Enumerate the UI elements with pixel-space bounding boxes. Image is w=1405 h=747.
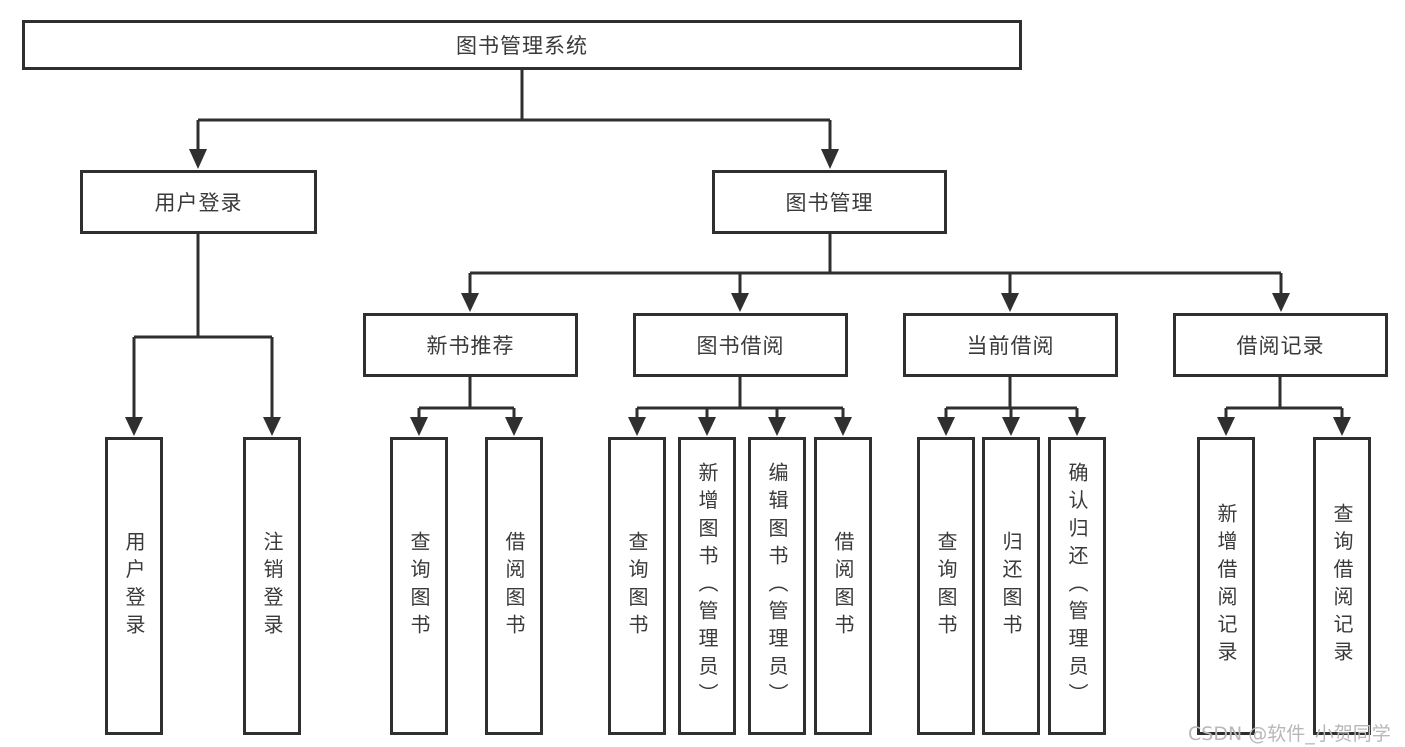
node-book-management-label: 图书管理 [785,191,874,215]
node-borrowing-records: 借阅记录 [1173,313,1388,377]
connector-root-to-level2 [189,70,839,169]
leaf-query-borrow-record-label: 查询借阅记录 [1330,503,1354,669]
leaf-query-books-recommend: 查询图书 [390,437,448,735]
leaf-query-books-recommend-label: 查询图书 [407,530,431,642]
node-borrowing-records-label: 借阅记录 [1236,334,1325,358]
connector-book-management-to-level3 [461,233,1290,312]
leaf-borrow-books-recommend-label: 借阅图书 [502,530,526,642]
leaf-user-login-label: 用户登录 [122,530,146,642]
csdn-watermark: CSDN @软件_小贺同学 [1188,723,1391,745]
leaf-query-books-borrowing-label: 查询图书 [625,530,649,642]
leaf-return-books-label: 归还图书 [999,530,1023,642]
node-new-book-recommend: 新书推荐 [363,313,578,377]
node-book-management: 图书管理 [712,170,947,234]
leaf-borrow-books-borrowing: 借阅图书 [814,437,872,735]
leaf-edit-books-admin: 编辑图书（管理员） [748,437,806,735]
leaf-logout-label: 注销登录 [260,530,284,642]
node-user-login-label: 用户登录 [154,191,243,215]
leaf-query-books-borrowing: 查询图书 [608,437,666,735]
leaf-add-books-admin: 新增图书（管理员） [678,437,736,735]
node-current-borrowing-label: 当前借阅 [966,334,1055,358]
leaf-add-borrow-record-label: 新增借阅记录 [1214,503,1238,669]
node-user-login: 用户登录 [80,170,317,234]
leaf-user-login: 用户登录 [105,437,163,735]
leaf-query-books-current: 查询图书 [917,437,975,735]
leaf-borrow-books-recommend: 借阅图书 [485,437,543,735]
node-book-borrowing: 图书借阅 [633,313,848,377]
node-current-borrowing: 当前借阅 [903,313,1118,377]
connector-book-borrowing-to-leaves [628,377,852,436]
leaf-query-books-current-label: 查询图书 [934,530,958,642]
node-library-management-system-label: 图书管理系统 [456,34,588,58]
leaf-confirm-return-admin: 确认归还（管理员） [1048,437,1106,735]
leaf-borrow-books-borrowing-label: 借阅图书 [831,530,855,642]
leaf-confirm-return-admin-label: 确认归还（管理员） [1065,461,1089,711]
leaf-add-borrow-record: 新增借阅记录 [1197,437,1255,735]
connector-current-borrowing-to-leaves [937,377,1086,436]
node-new-book-recommend-label: 新书推荐 [426,334,515,358]
leaf-add-books-admin-label: 新增图书（管理员） [695,461,719,711]
leaf-edit-books-admin-label: 编辑图书（管理员） [765,461,789,711]
connector-user-login-to-leaves [125,233,281,436]
node-library-management-system: 图书管理系统 [22,20,1022,70]
node-book-borrowing-label: 图书借阅 [696,334,785,358]
connector-borrowing-records-to-leaves [1217,377,1351,436]
leaf-return-books: 归还图书 [982,437,1040,735]
connector-new-book-recommend-to-leaves [410,377,523,436]
leaf-logout: 注销登录 [243,437,301,735]
leaf-query-borrow-record: 查询借阅记录 [1313,437,1371,735]
